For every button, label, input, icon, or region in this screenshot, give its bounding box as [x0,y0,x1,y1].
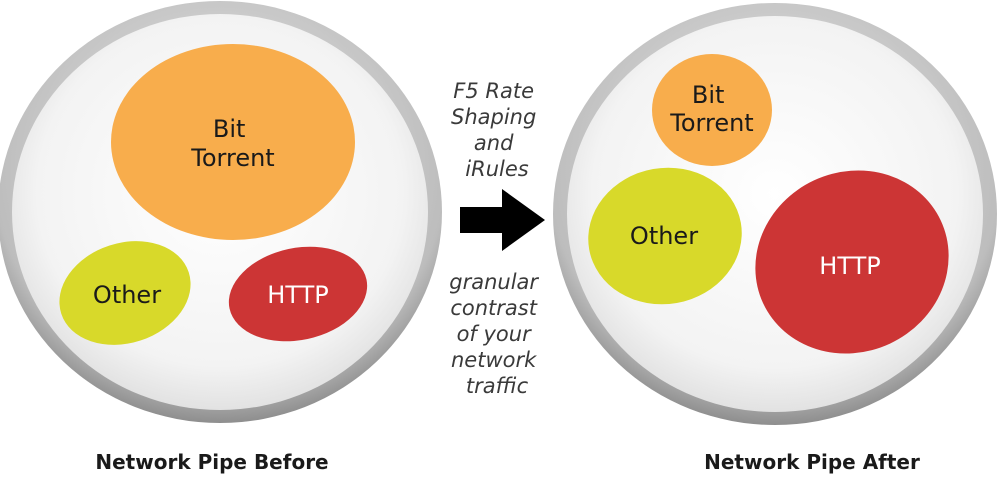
mid-bottom-line1: granular [449,270,539,294]
mid-top-line1: F5 Rate [453,79,534,103]
granular-contrast-text: granular contrast of your network traffi… [449,270,544,398]
mid-top-line4: iRules [465,157,528,181]
bittorrent-label-line2: Torrent [190,144,274,172]
bittorrent-blob-after [652,54,772,166]
caption-after: Network Pipe After [704,450,920,474]
bittorrent-blob-before [111,44,355,240]
http-label-after: HTTP [819,252,880,280]
bittorrent-label-line1: Bit [213,115,246,143]
f5-rate-shaping-text: F5 Rate Shaping and iRules [451,79,543,181]
mid-bottom-line3: of your [457,322,533,346]
mid-top-line2: Shaping [451,105,536,129]
mid-bottom-line2: contrast [450,296,537,320]
mid-bottom-line5: traffic [466,374,529,398]
http-blob-before [228,246,368,342]
other-blob-after [588,167,742,305]
network-pipe-after: Bit Torrent Other HTTP [553,3,997,425]
network-pipe-before: Bit Torrent Other HTTP [0,1,442,423]
http-label-before: HTTP [267,281,328,309]
other-label-after: Other [630,222,698,250]
bittorrent-after-line1: Bit [692,81,725,109]
bittorrent-after-line2: Torrent [669,109,753,137]
mid-top-line3: and [474,131,514,155]
caption-before: Network Pipe Before [95,450,328,474]
transition-panel: F5 Rate Shaping and iRules granular cont… [449,79,545,398]
other-blob-before [59,241,191,345]
other-label-before: Other [93,281,161,309]
http-blob-after [755,170,949,354]
bittorrent-label-after: Bit Torrent [669,81,753,137]
bittorrent-label-before: Bit Torrent [190,115,274,172]
right-arrow-icon [460,189,545,251]
mid-bottom-line4: network [451,348,537,372]
